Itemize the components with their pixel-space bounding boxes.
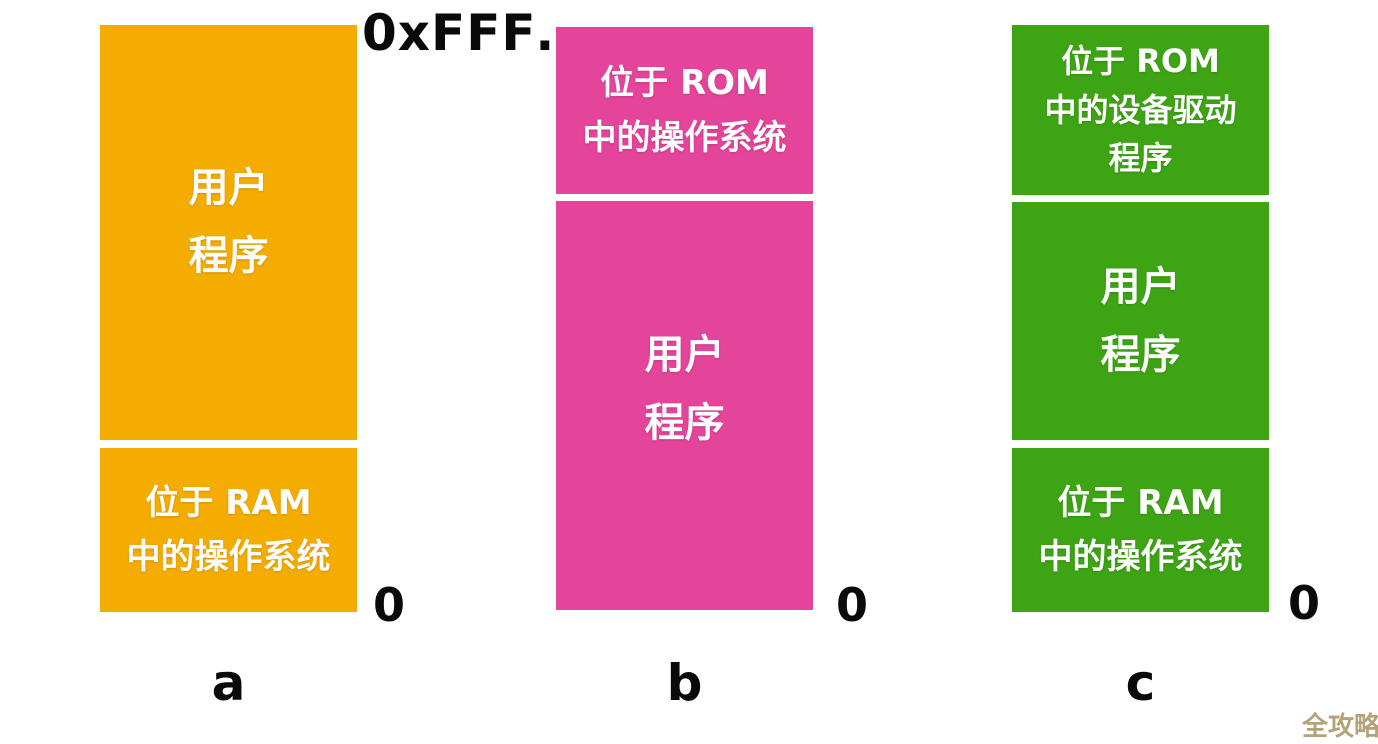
zero-address-label-a: 0 bbox=[373, 578, 406, 632]
block-b-user-program: 用户 程序 bbox=[556, 201, 813, 610]
column-a-caption: a bbox=[211, 654, 246, 712]
block-a-user-program: 用户 程序 bbox=[100, 25, 357, 440]
column-c-caption: c bbox=[1125, 654, 1156, 712]
block-c-os-in-ram: 位于 RAM 中的操作系统 bbox=[1012, 448, 1269, 612]
block-b-os-in-rom: 位于 ROM 中的操作系统 bbox=[556, 27, 813, 194]
column-b-caption: b bbox=[666, 654, 703, 712]
watermark: 全攻略 bbox=[1301, 712, 1378, 742]
zero-address-label-c: 0 bbox=[1288, 576, 1321, 630]
block-c-user-program: 用户 程序 bbox=[1012, 202, 1269, 440]
top-address-label: 0xFFF… bbox=[362, 4, 588, 62]
block-a-os-in-ram: 位于 RAM 中的操作系统 bbox=[100, 448, 357, 612]
block-c-device-drivers-in-rom: 位于 ROM 中的设备驱动 程序 bbox=[1012, 25, 1269, 195]
zero-address-label-b: 0 bbox=[836, 578, 869, 632]
